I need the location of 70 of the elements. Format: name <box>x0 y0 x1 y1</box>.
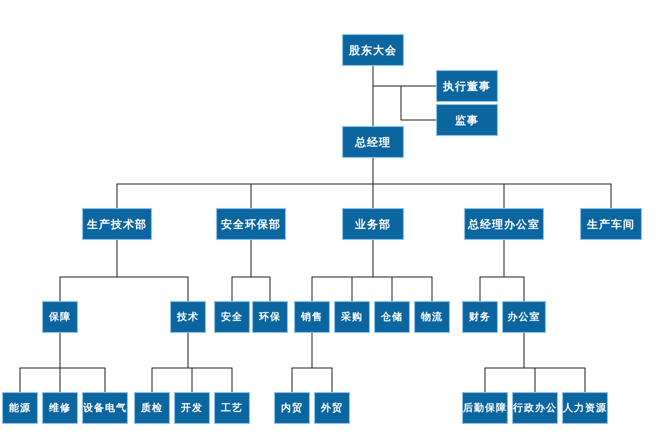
org-unit-box <box>414 301 450 333</box>
unit-name: 保障 <box>49 310 71 324</box>
org-unit-box <box>314 392 350 424</box>
unit-name: 总经理 <box>355 134 391 150</box>
org-unit-box <box>334 301 370 333</box>
unit-name: 办公室 <box>508 310 540 324</box>
org-unit-box <box>216 208 286 240</box>
connector-line <box>250 240 270 302</box>
org-unit-box <box>342 208 404 240</box>
unit-name: 质检 <box>141 402 163 415</box>
unit-name: 外贸 <box>321 402 343 415</box>
org-unit-box <box>294 301 330 333</box>
unit-name: 人力资源 <box>563 402 607 415</box>
unit-name: 监事 <box>455 112 479 128</box>
unit-name: 设备电气 <box>83 402 127 415</box>
org-unit-box <box>462 392 508 424</box>
connector-line <box>504 240 524 302</box>
connector-line <box>312 332 332 392</box>
unit-name: 能源 <box>9 402 31 415</box>
org-unit-box <box>252 301 288 333</box>
connector-line <box>372 66 436 120</box>
unit-name: 工艺 <box>221 402 243 415</box>
unit-name: 生产车间 <box>587 216 635 232</box>
unit-name: 执行董事 <box>443 78 491 94</box>
org-unit-box <box>174 392 210 424</box>
unit-name: 物流 <box>421 310 443 324</box>
org-unit-box <box>170 301 206 333</box>
org-unit-box <box>134 392 170 424</box>
connector-line <box>60 332 106 392</box>
unit-name: 总经理办公室 <box>468 216 540 232</box>
org-unit-box <box>274 392 310 424</box>
org-unit-box <box>374 301 410 333</box>
org-unit-box <box>42 392 78 424</box>
unit-name: 股东大会 <box>349 42 397 58</box>
connector-line <box>188 332 232 392</box>
unit-name: 内贸 <box>281 402 303 415</box>
connector-line <box>524 332 586 392</box>
unit-name: 业务部 <box>355 216 391 232</box>
org-unit-box <box>42 301 78 333</box>
unit-name: 销售 <box>301 310 323 324</box>
org-unit-box <box>464 208 544 240</box>
org-unit-box <box>82 392 128 424</box>
connector-line <box>372 158 612 208</box>
unit-name: 行政办公 <box>513 402 557 415</box>
connector-line <box>116 240 188 302</box>
connector-line <box>372 240 432 302</box>
unit-name: 仓储 <box>381 310 403 324</box>
unit-name: 技术 <box>177 310 199 324</box>
org-unit-box <box>512 392 558 424</box>
org-unit-box <box>462 301 498 333</box>
org-unit-box <box>214 301 250 333</box>
unit-name: 财务 <box>469 310 491 324</box>
unit-name: 环保 <box>259 311 281 324</box>
org-unit-box <box>562 392 608 424</box>
unit-name: 安全 <box>221 310 243 324</box>
unit-name: 开发 <box>181 402 203 415</box>
org-unit-box <box>2 392 38 424</box>
org-unit-box <box>342 126 404 158</box>
org-unit-box <box>580 208 642 240</box>
org-unit-box <box>342 34 404 66</box>
unit-name: 安全环保部 <box>221 216 281 232</box>
org-unit-box <box>436 70 498 102</box>
org-unit-box <box>502 301 546 333</box>
unit-name: 生产技术部 <box>87 216 147 232</box>
unit-name: 后勤保障 <box>463 401 507 415</box>
org-unit-box <box>214 392 250 424</box>
org-unit-box <box>82 208 152 240</box>
org-unit-box <box>436 104 498 136</box>
unit-name: 采购 <box>341 310 363 324</box>
unit-name: 维修 <box>49 401 71 415</box>
